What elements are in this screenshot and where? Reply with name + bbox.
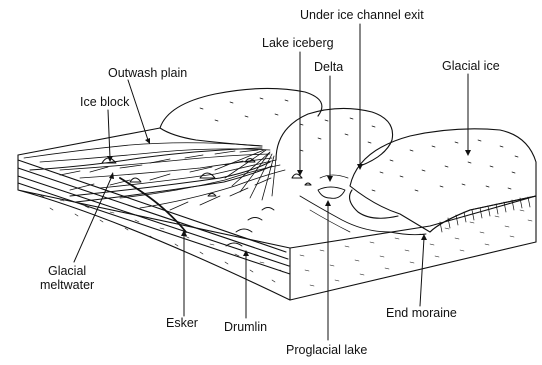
label-glacial-meltwater-line1: Glacial [40,264,94,278]
slab-front-bottom [290,242,536,300]
label-ice-block: Ice block [80,95,129,109]
slab-top-edge [18,128,160,155]
label-esker: Esker [166,316,198,330]
ice-lobe-back-middle [276,108,393,166]
ice-lobe-back-left [160,88,322,128]
label-under-ice-channel-exit: Under ice channel exit [300,8,424,22]
label-glacial-meltwater: Glacial meltwater [40,264,94,292]
label-delta: Delta [314,60,343,74]
label-glacial-meltwater-line2: meltwater [40,278,94,292]
label-drumlin: Drumlin [224,320,267,334]
delta [318,187,345,198]
label-lake-iceberg: Lake iceberg [262,36,334,50]
label-outwash-plain: Outwash plain [108,66,187,80]
glacier-ice-outline [350,129,536,232]
label-glacial-ice: Glacial ice [442,59,500,73]
label-proglacial-lake: Proglacial lake [286,343,367,357]
label-end-moraine: End moraine [386,306,457,320]
